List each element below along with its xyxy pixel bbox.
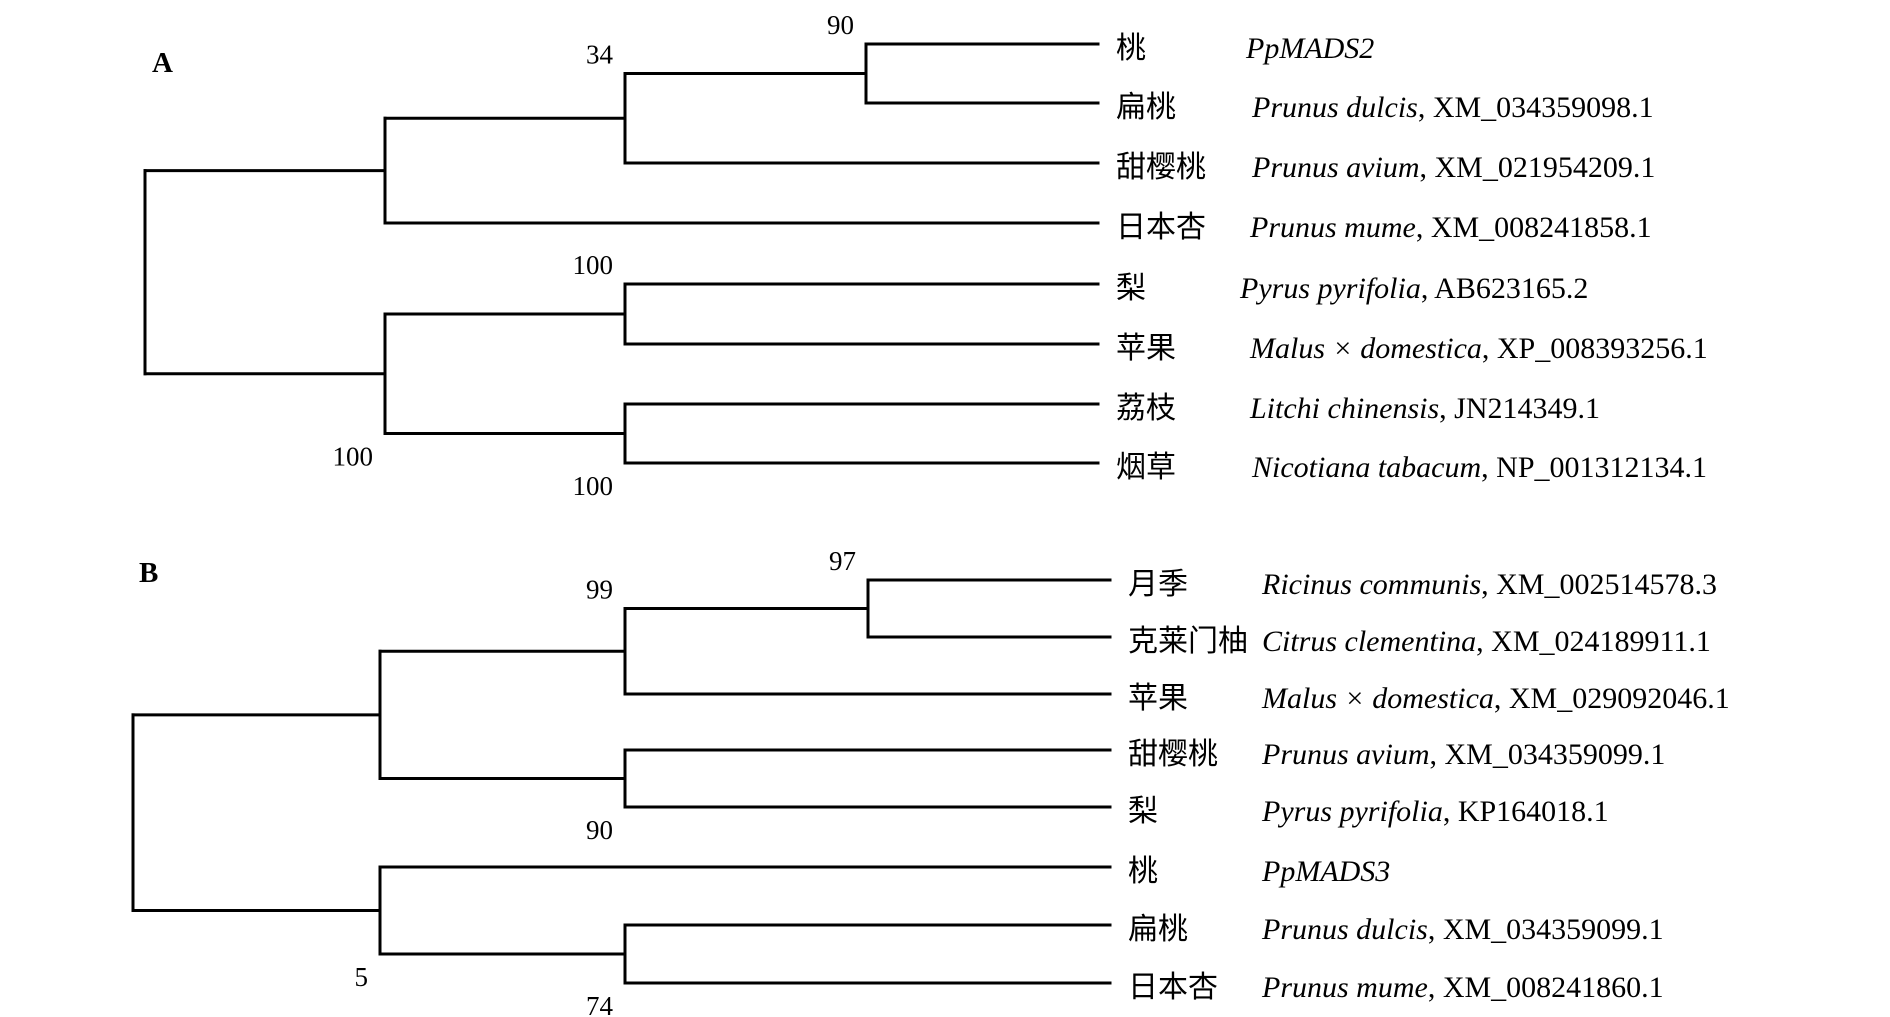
taxon-species-name: Prunus mume bbox=[1249, 211, 1416, 244]
taxon-accession: , NP_001312134.1 bbox=[1481, 451, 1707, 484]
taxon-species-accession: Prunus avium, XM_034359099.1 bbox=[1261, 738, 1665, 771]
taxon-species-accession: Prunus mume, XM_008241860.1 bbox=[1261, 971, 1664, 1004]
panel-label: A bbox=[152, 47, 173, 79]
taxon-species-name: Pyrus pyrifolia bbox=[1239, 272, 1421, 305]
bootstrap-value: 5 bbox=[355, 962, 369, 992]
taxon-accession: , XM_034359099.1 bbox=[1428, 913, 1664, 946]
taxon-species-accession: PpMADS3 bbox=[1261, 855, 1390, 888]
bootstrap-value: 74 bbox=[586, 991, 614, 1017]
bootstrap-value: 90 bbox=[586, 815, 613, 845]
taxon-species-accession: Prunus dulcis, XM_034359098.1 bbox=[1251, 91, 1654, 124]
taxon-common-name: 克莱门柚 bbox=[1128, 624, 1248, 659]
taxon-accession: , XM_024189911.1 bbox=[1476, 625, 1711, 658]
taxon-species-name: Prunus mume bbox=[1261, 971, 1428, 1004]
taxon-species-accession: PpMADS2 bbox=[1245, 32, 1374, 65]
taxon-accession: , AB623165.2 bbox=[1421, 272, 1589, 305]
taxon-accession: , XM_002514578.3 bbox=[1481, 568, 1717, 601]
taxon-species-name: Prunus avium bbox=[1251, 151, 1420, 184]
taxon-accession: , JN214349.1 bbox=[1439, 392, 1600, 425]
bootstrap-value: 100 bbox=[333, 442, 374, 472]
taxon-common-name: 日本杏 bbox=[1128, 970, 1218, 1005]
taxon-species-name: Citrus clementina bbox=[1262, 625, 1476, 658]
taxon-species-name: Nicotiana tabacum bbox=[1251, 451, 1481, 484]
bootstrap-value: 99 bbox=[586, 575, 613, 605]
taxon-accession: , XP_008393256.1 bbox=[1482, 332, 1708, 365]
taxon-common-name: 甜樱桃 bbox=[1116, 150, 1206, 185]
bootstrap-value: 100 bbox=[573, 471, 614, 501]
taxon-species-name: Prunus dulcis bbox=[1251, 91, 1418, 124]
panel-label: B bbox=[139, 557, 158, 589]
taxon-species-accession: Ricinus communis, XM_002514578.3 bbox=[1261, 568, 1717, 601]
taxon-species-name: PpMADS3 bbox=[1261, 855, 1390, 888]
taxon-species-name: Malus × domestica bbox=[1261, 682, 1494, 715]
taxon-common-name: 苹果 bbox=[1128, 681, 1188, 716]
taxon-common-name: 甜樱桃 bbox=[1128, 737, 1218, 772]
taxon-species-accession: Malus × domestica, XM_029092046.1 bbox=[1261, 682, 1730, 715]
taxon-common-name: 梨 bbox=[1128, 794, 1158, 829]
taxon-common-name: 苹果 bbox=[1116, 331, 1176, 366]
taxon-accession: , XM_008241860.1 bbox=[1428, 971, 1664, 1004]
taxon-species-name: Ricinus communis bbox=[1261, 568, 1481, 601]
taxon-species-accession: Prunus mume, XM_008241858.1 bbox=[1249, 211, 1652, 244]
taxon-species-accession: Nicotiana tabacum, NP_001312134.1 bbox=[1251, 451, 1707, 484]
taxon-common-name: 烟草 bbox=[1116, 450, 1176, 485]
taxon-accession: , XM_034359099.1 bbox=[1430, 738, 1666, 771]
taxon-species-name: Prunus avium bbox=[1261, 738, 1430, 771]
taxon-accession: , XM_008241858.1 bbox=[1416, 211, 1652, 244]
taxon-common-name: 扁桃 bbox=[1128, 912, 1188, 947]
taxon-species-accession: Prunus avium, XM_021954209.1 bbox=[1251, 151, 1655, 184]
taxon-accession: , XM_029092046.1 bbox=[1494, 682, 1730, 715]
bootstrap-value: 97 bbox=[829, 546, 856, 576]
taxon-species-accession: Prunus dulcis, XM_034359099.1 bbox=[1261, 913, 1664, 946]
taxon-common-name: 月季 bbox=[1128, 567, 1188, 602]
taxon-common-name: 日本杏 bbox=[1116, 210, 1206, 245]
bootstrap-value: 90 bbox=[827, 10, 854, 40]
taxon-accession: , XM_021954209.1 bbox=[1420, 151, 1656, 184]
taxon-species-name: Pyrus pyrifolia bbox=[1261, 795, 1443, 828]
taxon-species-accession: Pyrus pyrifolia, KP164018.1 bbox=[1261, 795, 1609, 828]
taxon-common-name: 荔枝 bbox=[1116, 391, 1176, 426]
taxon-common-name: 桃 bbox=[1116, 31, 1146, 66]
taxon-accession: , KP164018.1 bbox=[1443, 795, 1609, 828]
taxon-species-accession: Litchi chinensis, JN214349.1 bbox=[1249, 392, 1600, 425]
taxon-species-name: Prunus dulcis bbox=[1261, 913, 1428, 946]
taxon-species-name: Malus × domestica bbox=[1249, 332, 1482, 365]
taxon-species-accession: Pyrus pyrifolia, AB623165.2 bbox=[1239, 272, 1588, 305]
bootstrap-value: 100 bbox=[573, 250, 614, 280]
taxon-species-accession: Malus × domestica, XP_008393256.1 bbox=[1249, 332, 1708, 365]
taxon-common-name: 梨 bbox=[1116, 271, 1146, 306]
taxon-accession: , XM_034359098.1 bbox=[1418, 91, 1654, 124]
taxon-common-name: 扁桃 bbox=[1116, 90, 1176, 125]
taxon-species-name: PpMADS2 bbox=[1245, 32, 1374, 65]
taxon-common-name: 桃 bbox=[1128, 854, 1158, 889]
taxon-species-name: Litchi chinensis bbox=[1249, 392, 1439, 425]
bootstrap-value: 34 bbox=[586, 40, 614, 70]
taxon-species-accession: Citrus clementina, XM_024189911.1 bbox=[1262, 625, 1711, 658]
